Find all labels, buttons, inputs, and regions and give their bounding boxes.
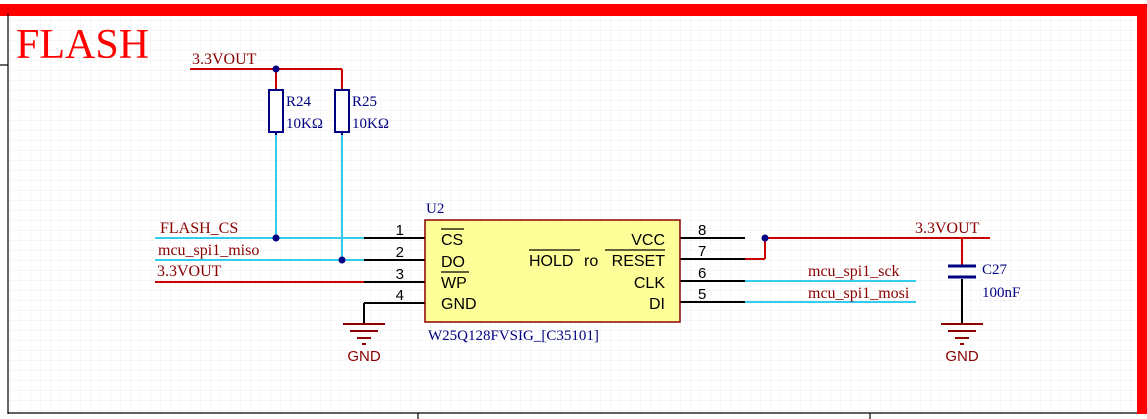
pin-name-reset: RESET <box>612 253 666 270</box>
pin-number: 3 <box>396 266 404 283</box>
pin-name-clk: CLK <box>634 275 665 292</box>
r25-designator: R25 <box>352 94 377 110</box>
pin-name-wp: WP <box>441 275 467 292</box>
r24-designator: R24 <box>286 94 312 110</box>
pin-number: 4 <box>396 287 404 304</box>
sheet-grid <box>8 14 1138 414</box>
pin-name-ro: ro <box>584 253 598 270</box>
chip-part-number: W25Q128FVSIG_[C35101] <box>428 328 599 344</box>
power-label-3v3-right: 3.3VOUT <box>915 220 980 237</box>
junction-dot <box>272 234 280 242</box>
chip-designator: U2 <box>426 201 444 217</box>
resistor-r25[interactable]: R25 10KΩ <box>334 89 389 135</box>
pin-number: 8 <box>698 222 706 239</box>
c27-designator: C27 <box>982 262 1008 278</box>
junction-dot <box>272 65 280 73</box>
pin-name-cs: CS <box>441 232 463 249</box>
gnd-label-right: GND <box>945 348 979 365</box>
sheet-title: FLASH <box>16 22 149 68</box>
pin-number: 2 <box>396 244 404 261</box>
c27-value: 100nF <box>982 285 1020 301</box>
ground-symbol-right <box>941 323 983 345</box>
signal-wires <box>155 135 916 303</box>
net-label-mosi: mcu_spi1_mosi <box>808 285 910 302</box>
junction-dot <box>761 234 769 242</box>
chip-u2[interactable]: U2 W25Q128FVSIG_[C35101] 1 2 3 4 CS DO W… <box>364 201 745 344</box>
ground-wires <box>363 279 963 324</box>
net-label-flash-cs: FLASH_CS <box>160 220 238 237</box>
net-label-3v3-left: 3.3VOUT <box>157 263 222 280</box>
r25-value: 10KΩ <box>352 116 389 132</box>
power-wires <box>155 68 990 283</box>
ground-symbol-left <box>343 323 385 345</box>
junction-dot <box>338 256 346 264</box>
net-label-miso: mcu_spi1_miso <box>158 242 259 259</box>
pin-name-di: DI <box>649 296 665 313</box>
power-label-3v3-top: 3.3VOUT <box>192 51 257 68</box>
net-label-sck: mcu_spi1_sck <box>808 263 900 280</box>
capacitor-c27[interactable]: C27 100nF <box>948 262 1020 301</box>
pin-name-gnd: GND <box>441 296 477 313</box>
resistor-r24[interactable]: R24 10KΩ <box>268 89 323 135</box>
pin-number: 6 <box>698 265 706 282</box>
pin-name-do: DO <box>441 254 465 271</box>
pin-number: 7 <box>698 243 706 260</box>
pin-number: 1 <box>396 222 404 239</box>
r24-value: 10KΩ <box>286 116 323 132</box>
chip-body <box>424 219 681 323</box>
pin-number: 5 <box>698 286 706 303</box>
gnd-label-left: GND <box>347 348 381 365</box>
sheet-frame <box>0 4 1147 419</box>
pin-name-hold: HOLD <box>529 253 573 270</box>
pin-name-vcc: VCC <box>631 232 665 249</box>
